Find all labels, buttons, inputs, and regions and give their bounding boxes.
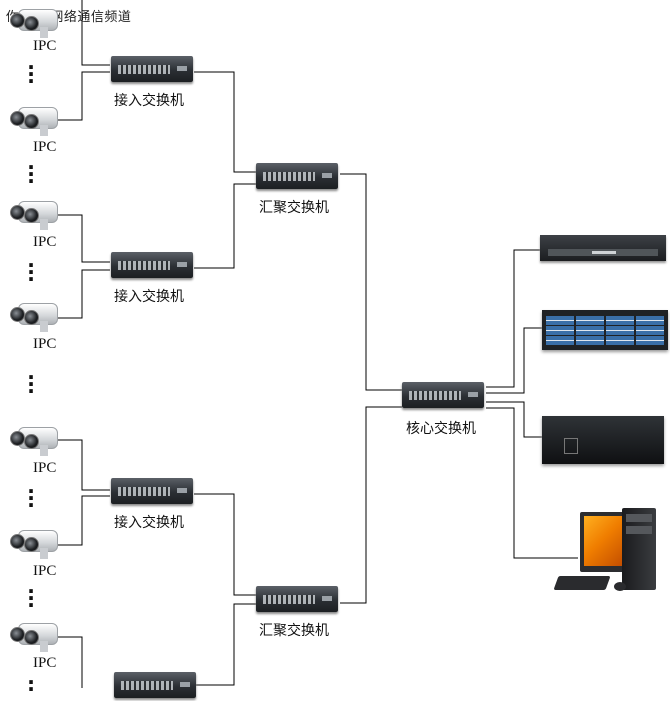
dvr-icon <box>540 235 666 261</box>
link-ipc4-access2 <box>56 269 110 319</box>
link-access3-agg2 <box>194 493 256 596</box>
ip-camera-icon <box>8 424 58 458</box>
link-core-storage <box>486 327 542 394</box>
ipc-label: IPC <box>33 234 57 250</box>
storage-array-icon <box>542 310 668 350</box>
core-switch <box>402 382 484 408</box>
ipc-label: IPC <box>33 38 57 54</box>
ipc-label: IPC <box>33 563 57 579</box>
aggregation-switch <box>256 163 338 189</box>
core-switch-label: 核心交换机 <box>406 421 476 437</box>
pc-tower <box>622 508 656 590</box>
link-core-server <box>486 401 542 438</box>
ellipsis-dots: ··· <box>27 155 35 193</box>
link-ipc3-access2 <box>56 214 110 263</box>
ipc-label: IPC <box>33 460 57 476</box>
monitor <box>580 512 630 572</box>
link-access1-agg1 <box>194 71 256 173</box>
ip-camera-icon <box>8 527 58 561</box>
link-access4-agg2 <box>194 603 256 686</box>
access-switch <box>111 478 193 504</box>
access-switch <box>111 56 193 82</box>
server-icon <box>542 416 664 464</box>
link-ipc6-access3 <box>56 495 110 546</box>
ip-camera-icon <box>8 300 58 334</box>
ipc-label: IPC <box>33 336 57 352</box>
workstation-icon <box>552 506 662 598</box>
mouse <box>614 582 626 591</box>
ip-camera-icon <box>8 620 58 654</box>
ellipsis-dots: ··· <box>27 579 35 617</box>
aggregation-switch-label: 汇聚交换机 <box>259 200 329 216</box>
ellipsis-dots: ··· <box>27 253 35 291</box>
access-switch-label: 接入交换机 <box>114 289 184 305</box>
ellipsis-dots: ··· <box>27 55 35 93</box>
aggregation-switch <box>256 586 338 612</box>
keyboard <box>553 576 611 590</box>
link-ipc7-access4 <box>56 636 83 688</box>
link-agg2-core <box>340 406 402 604</box>
access-switch-label: 接入交换机 <box>114 515 184 531</box>
access-switch-label: 接入交换机 <box>114 93 184 109</box>
ellipsis-dots: ··· <box>27 365 35 403</box>
ip-camera-icon <box>8 6 58 40</box>
access-switch <box>111 252 193 278</box>
ipc-label: IPC <box>33 139 57 155</box>
link-ipc1-access1 <box>81 0 110 66</box>
ip-camera-icon <box>8 104 58 138</box>
ipc-label: IPC <box>33 655 57 671</box>
aggregation-switch-label: 汇聚交换机 <box>259 623 329 639</box>
link-core-workstation <box>486 407 578 559</box>
ellipsis-dots: ··· <box>27 479 35 517</box>
ellipsis-dots: ·· <box>27 670 35 701</box>
link-agg1-core <box>340 173 402 391</box>
link-core-dvr <box>486 249 540 388</box>
link-ipc5-access3 <box>56 439 110 491</box>
link-ipc2-access1 <box>56 71 110 121</box>
link-access2-agg1 <box>194 183 256 269</box>
access-switch <box>114 672 196 698</box>
ip-camera-icon <box>8 198 58 232</box>
